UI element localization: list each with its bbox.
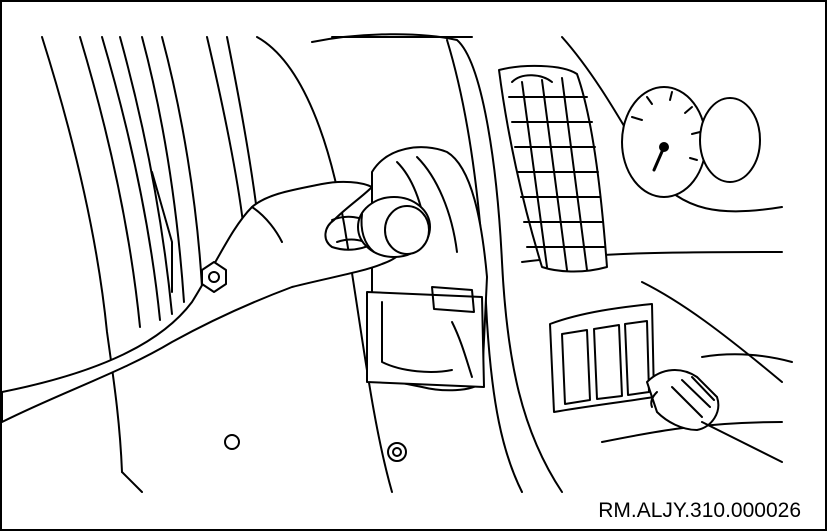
- lighter-knob-icon: [357, 196, 431, 258]
- air-vent-icon: [498, 64, 608, 273]
- hand-icon: [2, 180, 405, 423]
- pillar-lines: [41, 36, 258, 493]
- gauge-icon: [621, 86, 761, 198]
- dashboard-panel: [256, 33, 793, 493]
- bolt-icon: [201, 261, 407, 462]
- small-knob: [646, 369, 783, 463]
- lighter-socket: [366, 146, 488, 392]
- reference-code: RM.ALJY.310.000026: [596, 499, 803, 523]
- switch-panel-icon: [549, 303, 655, 413]
